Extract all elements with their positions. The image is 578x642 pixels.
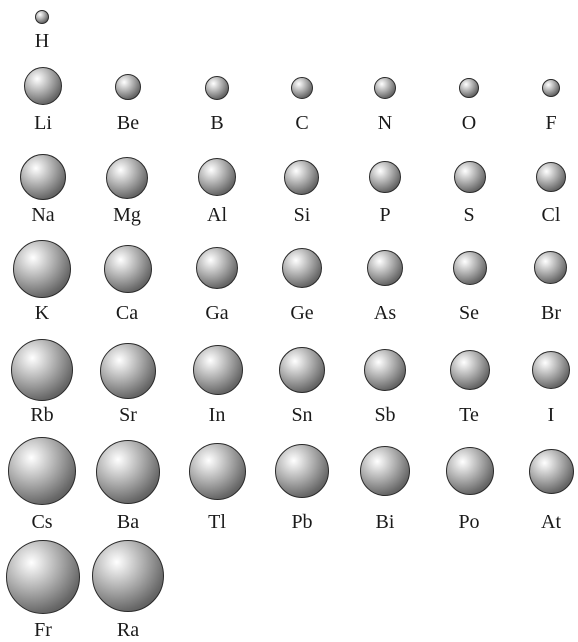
- symbol-br: Br: [541, 302, 561, 324]
- symbol-bi: Bi: [375, 511, 395, 533]
- sphere-ga: [196, 247, 238, 289]
- sphere-i: [532, 351, 570, 389]
- symbol-s: S: [463, 204, 475, 226]
- sphere-s: [454, 161, 486, 193]
- sphere-mg: [106, 157, 148, 199]
- sphere-bi: [360, 446, 410, 496]
- sphere-as: [367, 250, 403, 286]
- symbol-na: Na: [31, 204, 55, 226]
- symbol-cs: Cs: [31, 511, 53, 533]
- symbol-f: F: [545, 112, 557, 134]
- sphere-n: [374, 77, 396, 99]
- symbol-in: In: [208, 404, 226, 426]
- sphere-tl: [189, 443, 246, 500]
- sphere-sb: [364, 349, 406, 391]
- symbol-o: O: [461, 112, 477, 134]
- sphere-se: [453, 251, 487, 285]
- sphere-pb: [275, 444, 329, 498]
- sphere-cl: [536, 162, 566, 192]
- symbol-te: Te: [459, 404, 479, 426]
- sphere-na: [20, 154, 66, 200]
- sphere-ba: [96, 440, 160, 504]
- sphere-li: [24, 67, 62, 105]
- symbol-i: I: [547, 404, 555, 426]
- symbol-se: Se: [459, 302, 479, 324]
- symbol-at: At: [541, 511, 561, 533]
- symbol-be: Be: [116, 112, 140, 134]
- symbol-n: N: [377, 112, 393, 134]
- symbol-mg: Mg: [113, 204, 141, 226]
- sphere-c: [291, 77, 313, 99]
- symbol-ge: Ge: [290, 302, 314, 324]
- symbol-b: B: [210, 112, 224, 134]
- sphere-be: [115, 74, 141, 100]
- symbol-po: Po: [458, 511, 480, 533]
- sphere-sr: [100, 343, 156, 399]
- symbol-as: As: [373, 302, 397, 324]
- sphere-h: [35, 10, 49, 24]
- symbol-li: Li: [34, 112, 52, 134]
- symbol-sn: Sn: [291, 404, 313, 426]
- sphere-te: [450, 350, 490, 390]
- symbol-al: Al: [207, 204, 227, 226]
- sphere-si: [284, 160, 319, 195]
- symbol-p: P: [379, 204, 391, 226]
- symbol-ra: Ra: [116, 619, 140, 641]
- sphere-at: [529, 449, 574, 494]
- sphere-p: [369, 161, 401, 193]
- sphere-k: [13, 240, 71, 298]
- sphere-in: [193, 345, 243, 395]
- sphere-f: [542, 79, 560, 97]
- symbol-ca: Ca: [115, 302, 139, 324]
- symbol-tl: Tl: [208, 511, 226, 533]
- sphere-rb: [11, 339, 73, 401]
- sphere-sn: [279, 347, 325, 393]
- symbol-sb: Sb: [374, 404, 396, 426]
- sphere-br: [534, 251, 567, 284]
- sphere-ge: [282, 248, 322, 288]
- symbol-sr: Sr: [119, 404, 137, 426]
- symbol-fr: Fr: [34, 619, 52, 641]
- symbol-cl: Cl: [541, 204, 561, 226]
- symbol-pb: Pb: [291, 511, 313, 533]
- symbol-c: C: [295, 112, 309, 134]
- sphere-cs: [8, 437, 76, 505]
- sphere-ra: [92, 540, 164, 612]
- sphere-o: [459, 78, 479, 98]
- symbol-k: K: [34, 302, 50, 324]
- symbol-h: H: [34, 30, 50, 52]
- sphere-po: [446, 447, 494, 495]
- sphere-ca: [104, 245, 152, 293]
- symbol-ga: Ga: [205, 302, 229, 324]
- symbol-ba: Ba: [116, 511, 140, 533]
- sphere-al: [198, 158, 236, 196]
- symbol-si: Si: [293, 204, 311, 226]
- symbol-rb: Rb: [30, 404, 54, 426]
- sphere-b: [205, 76, 229, 100]
- sphere-fr: [6, 540, 80, 614]
